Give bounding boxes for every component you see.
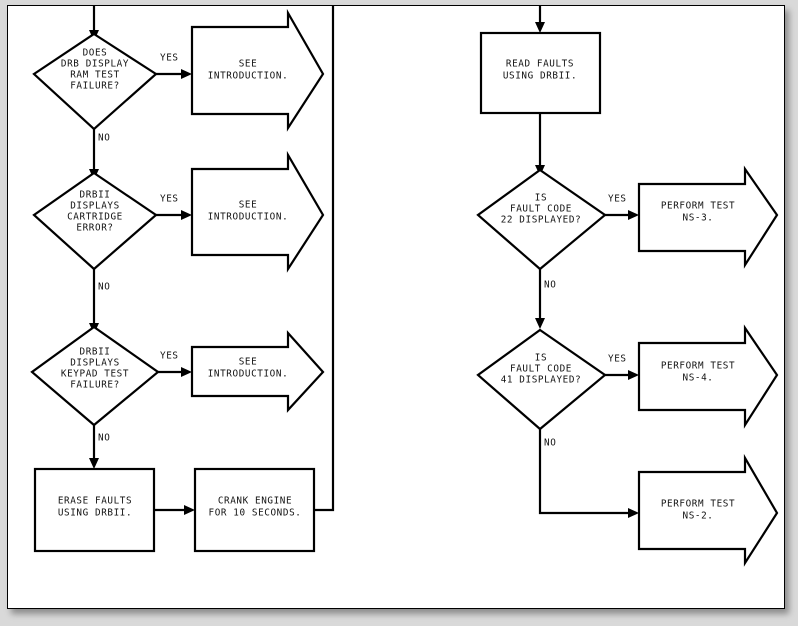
edge-label-no-5: NO xyxy=(544,438,556,449)
arrowblock-perform-test-ns4-line1: PERFORM TEST xyxy=(661,361,735,372)
decision-drbii-cartridge-error: DRBII DISPLAYS CARTRIDGE ERROR? xyxy=(32,171,158,271)
edge-d1-no: NO xyxy=(89,129,110,180)
edge-label-no-4: NO xyxy=(544,280,556,291)
decision-drb-ram-test-line2: DRB DISPLAY xyxy=(61,59,129,70)
process-crank-engine-line1: CRANK ENGINE xyxy=(218,496,292,507)
edge-d5-no: NO xyxy=(538,429,639,518)
decision-drbii-cartridge-error-line4: ERROR? xyxy=(76,223,113,234)
decision-fault-code-41: IS FAULT CODE 41 DISPLAYED? xyxy=(476,328,607,431)
arrowblock-perform-test-ns2-line1: PERFORM TEST xyxy=(661,499,735,510)
arrowblock-see-introduction-2: SEE INTRODUCTION. xyxy=(190,150,325,273)
arrowblock-perform-test-ns3-line2: NS-3. xyxy=(683,213,714,224)
edge-label-yes-1: YES xyxy=(160,53,179,64)
decision-drbii-keypad-test-line4: FAILURE? xyxy=(70,380,120,391)
edge-label-yes-5: YES xyxy=(608,354,627,365)
edge-d4-no: NO xyxy=(535,269,556,329)
edge-label-no-2: NO xyxy=(98,282,110,293)
decision-fault-code-41-line2: FAULT CODE xyxy=(510,364,572,375)
diagram-page: DOES DRB DISPLAY RAM TEST FAILURE? YES S… xyxy=(7,5,785,609)
edge-d2-no: NO xyxy=(89,269,110,334)
process-erase-faults-line2: USING DRBII. xyxy=(58,508,132,519)
edge-label-yes-3: YES xyxy=(160,351,179,362)
decision-drb-ram-test: DOES DRB DISPLAY RAM TEST FAILURE? xyxy=(32,32,158,131)
decision-drbii-keypad-test: DRBII DISPLAYS KEYPAD TEST FAILURE? xyxy=(30,325,160,427)
edge-return-rail xyxy=(314,6,335,512)
edge-d2-yes: YES xyxy=(156,194,192,220)
edge-d5-yes: YES xyxy=(605,354,639,380)
flowchart-canvas: DOES DRB DISPLAY RAM TEST FAILURE? YES S… xyxy=(30,6,779,567)
arrowblock-see-introduction-2-line1: SEE xyxy=(239,200,258,211)
decision-drbii-keypad-test-line1: DRBII xyxy=(80,347,111,358)
process-read-faults-line2: USING DRBII. xyxy=(503,71,577,82)
edge-label-yes-2: YES xyxy=(160,194,179,205)
arrowblock-perform-test-ns3: PERFORM TEST NS-3. xyxy=(637,165,779,269)
arrowblock-see-introduction-1: SEE INTRODUCTION. xyxy=(190,8,325,132)
edge-label-yes-4: YES xyxy=(608,194,627,205)
process-erase-faults-line1: ERASE FAULTS xyxy=(58,496,132,507)
decision-drb-ram-test-line1: DOES xyxy=(83,48,108,59)
process-crank-engine-line2: FOR 10 SECONDS. xyxy=(209,508,302,519)
decision-fault-code-22-line3: 22 DISPLAYED? xyxy=(501,215,582,226)
edge-d1-yes: YES xyxy=(156,53,192,79)
edge-label-no-1: NO xyxy=(98,133,110,144)
arrowblock-see-introduction-1-line1: SEE xyxy=(239,59,258,70)
arrowblock-perform-test-ns2-line2: NS-2. xyxy=(683,511,714,522)
decision-drb-ram-test-line3: RAM TEST xyxy=(70,70,120,81)
decision-drb-ram-test-line4: FAILURE? xyxy=(70,81,120,92)
arrowblock-see-introduction-2-line2: INTRODUCTION. xyxy=(208,212,289,223)
decision-drbii-cartridge-error-line3: CARTRIDGE xyxy=(67,212,123,223)
decision-drbii-keypad-test-line3: KEYPAD TEST xyxy=(61,369,129,380)
arrowblock-perform-test-ns4-line2: NS-4. xyxy=(683,373,714,384)
decision-fault-code-22-line2: FAULT CODE xyxy=(510,204,572,215)
decision-drbii-keypad-test-line2: DISPLAYS xyxy=(70,358,120,369)
process-read-faults: READ FAULTS USING DRBII. xyxy=(479,31,602,115)
edge-d3-yes: YES xyxy=(158,351,192,377)
process-erase-faults: ERASE FAULTS USING DRBII. xyxy=(33,467,156,553)
edge-d4-yes: YES xyxy=(605,194,639,220)
decision-drbii-cartridge-error-line2: DISPLAYS xyxy=(70,201,120,212)
edge-p1-p2 xyxy=(154,505,195,515)
edge-p3-d4 xyxy=(535,113,545,176)
decision-fault-code-22-line1: IS xyxy=(535,193,547,204)
entry-connector-right xyxy=(535,6,545,33)
arrowblock-see-introduction-3: SEE INTRODUCTION. xyxy=(190,330,325,413)
arrowblock-see-introduction-3-line1: SEE xyxy=(239,357,258,368)
process-crank-engine: CRANK ENGINE FOR 10 SECONDS. xyxy=(193,467,316,553)
decision-fault-code-41-line3: 41 DISPLAYED? xyxy=(501,375,582,386)
decision-fault-code-22: IS FAULT CODE 22 DISPLAYED? xyxy=(476,168,607,271)
arrowblock-see-introduction-1-line2: INTRODUCTION. xyxy=(208,71,289,82)
arrowblock-see-introduction-3-line2: INTRODUCTION. xyxy=(208,369,289,380)
process-read-faults-line1: READ FAULTS xyxy=(506,59,574,70)
decision-drbii-cartridge-error-line1: DRBII xyxy=(80,190,111,201)
arrowblock-perform-test-ns3-line1: PERFORM TEST xyxy=(661,201,735,212)
arrowblock-perform-test-ns4: PERFORM TEST NS-4. xyxy=(637,324,779,429)
decision-fault-code-41-line1: IS xyxy=(535,353,547,364)
arrowblock-perform-test-ns2: PERFORM TEST NS-2. xyxy=(637,453,779,567)
edge-label-no-3: NO xyxy=(98,433,110,444)
edge-d3-no: NO xyxy=(89,425,110,469)
